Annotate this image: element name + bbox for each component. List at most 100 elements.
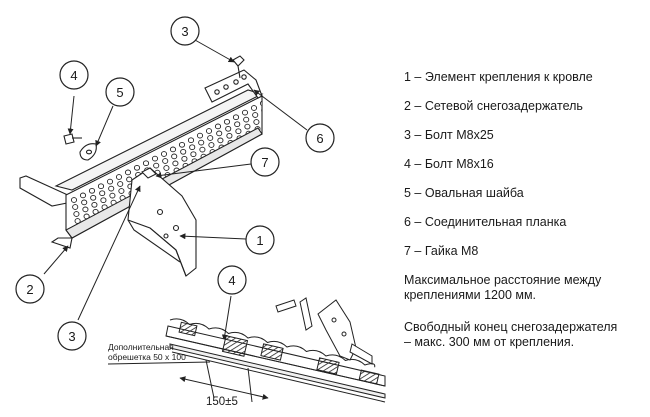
panel-hole — [126, 176, 133, 183]
panel-hole — [238, 149, 246, 156]
callout-label-4-top: 4 — [70, 68, 77, 83]
panel-hole — [172, 160, 179, 167]
panel-hole — [163, 165, 170, 171]
panel-hole — [266, 136, 271, 141]
panel-hole — [117, 181, 124, 187]
panel-hole — [180, 148, 187, 155]
panel-hole — [160, 151, 168, 157]
panel-hole — [99, 190, 106, 197]
panel-hole — [142, 160, 150, 167]
callout-4-bottom — [217, 265, 247, 295]
panel-hole — [151, 155, 159, 162]
panel-hole — [169, 146, 177, 153]
panel-hole — [97, 183, 105, 190]
panel-hole — [198, 139, 205, 146]
note-max-distance: Максимальное расстояние между креплениям… — [404, 273, 644, 303]
panel-hole — [223, 118, 231, 125]
batten — [221, 335, 249, 357]
panel-hole — [252, 112, 259, 118]
legend-item-5: 5 – Овальная шайба — [404, 186, 524, 200]
panel-hole — [100, 197, 107, 204]
panel-hole — [189, 144, 196, 151]
note-free-line1: Свободный конец снегозадержателя — [404, 320, 618, 334]
panel-hole — [261, 107, 262, 114]
panel-hole — [220, 158, 228, 165]
note-free-line2: – макс. 300 мм от крепления. — [404, 335, 575, 349]
legend-item-4: 4 – Болт М8х16 — [404, 157, 494, 171]
roof-section-detail — [107, 297, 386, 403]
panel-hole — [88, 187, 96, 194]
panel-hole — [235, 128, 242, 135]
callout-label-5: 5 — [116, 85, 123, 100]
callout-label-2: 2 — [26, 282, 33, 297]
panel-hole — [79, 192, 87, 199]
panel-hole — [115, 174, 123, 180]
panel-hole — [226, 132, 233, 139]
callout-3-bottom — [57, 321, 87, 351]
panel-hole — [214, 123, 222, 130]
panel-hole — [81, 199, 88, 206]
connection-plate — [204, 69, 263, 103]
panel-hole — [196, 132, 204, 139]
panel-hole — [247, 144, 255, 151]
panel-hole — [243, 116, 250, 123]
panel-hole — [153, 162, 160, 169]
legend-item-3: 3 – Болт М8х25 — [404, 128, 494, 142]
callout-label-6: 6 — [316, 131, 323, 146]
panel-hole — [263, 115, 268, 120]
batten-label-line2: обрешетка 50 х 100 — [108, 352, 186, 362]
panel-hole — [178, 141, 186, 148]
callout-label-3-bottom: 3 — [68, 329, 75, 344]
legend-item-2: 2 – Сетевой снегозадержатель — [404, 99, 583, 113]
panel-hole — [190, 151, 197, 158]
panel-hole — [133, 164, 141, 171]
panel-hole — [244, 123, 251, 130]
panel-hole — [106, 178, 114, 185]
callout-4-top — [59, 60, 89, 90]
callout-5 — [105, 77, 135, 107]
callout-6 — [305, 123, 335, 153]
callout-7 — [250, 147, 280, 177]
panel-hole — [232, 114, 240, 121]
callout-2 — [15, 274, 45, 304]
panel-top-lip — [54, 89, 264, 191]
panel-hole — [205, 128, 213, 134]
panel-hole — [118, 188, 125, 194]
panel-hole — [264, 122, 269, 127]
dimension-label: 150±5 — [206, 396, 238, 408]
panel-hole — [90, 194, 97, 201]
panel-hole — [184, 176, 192, 183]
bracket-arm — [19, 175, 73, 207]
bolt-m8x16 — [63, 133, 82, 145]
panel-hole — [109, 192, 116, 199]
note-max-line2: креплениями 1200 мм. — [404, 288, 537, 302]
callout-label-4-bottom: 4 — [228, 273, 235, 288]
legend-item-1: 1 – Элемент крепления к кровле — [404, 70, 593, 84]
panel-hole — [175, 181, 183, 188]
panel-hole — [73, 211, 80, 217]
panel-hole — [259, 100, 262, 107]
panel-hole — [171, 153, 178, 160]
callout-label-7: 7 — [261, 155, 268, 170]
assembly-drawing: 3 4 5 6 7 1 2 3 4 — [15, 16, 386, 408]
callout-1 — [245, 225, 275, 255]
note-free-end: Свободный конец снегозадержателя – макс.… — [404, 320, 644, 350]
oval-washer — [79, 143, 97, 161]
leader-lines — [43, 39, 308, 341]
panel-hole — [265, 129, 270, 134]
bolt-m8x25-top — [232, 55, 245, 67]
legend-item-6: 6 – Соединительная планка — [404, 215, 567, 229]
panel-hole — [193, 172, 201, 179]
panel-hole — [250, 105, 258, 111]
panel-hole — [256, 140, 262, 146]
callout-circles — [15, 16, 335, 351]
callout-3-top — [170, 16, 200, 46]
panel-hole — [253, 119, 260, 125]
panel-hole — [124, 169, 132, 176]
panel-hole — [234, 121, 241, 128]
panel-hole — [217, 137, 224, 144]
roof-bracket — [127, 167, 197, 277]
panel-hole — [199, 146, 206, 153]
legend-item-7: 7 – Гайка М8 — [404, 244, 479, 258]
panel-hole — [216, 130, 223, 137]
